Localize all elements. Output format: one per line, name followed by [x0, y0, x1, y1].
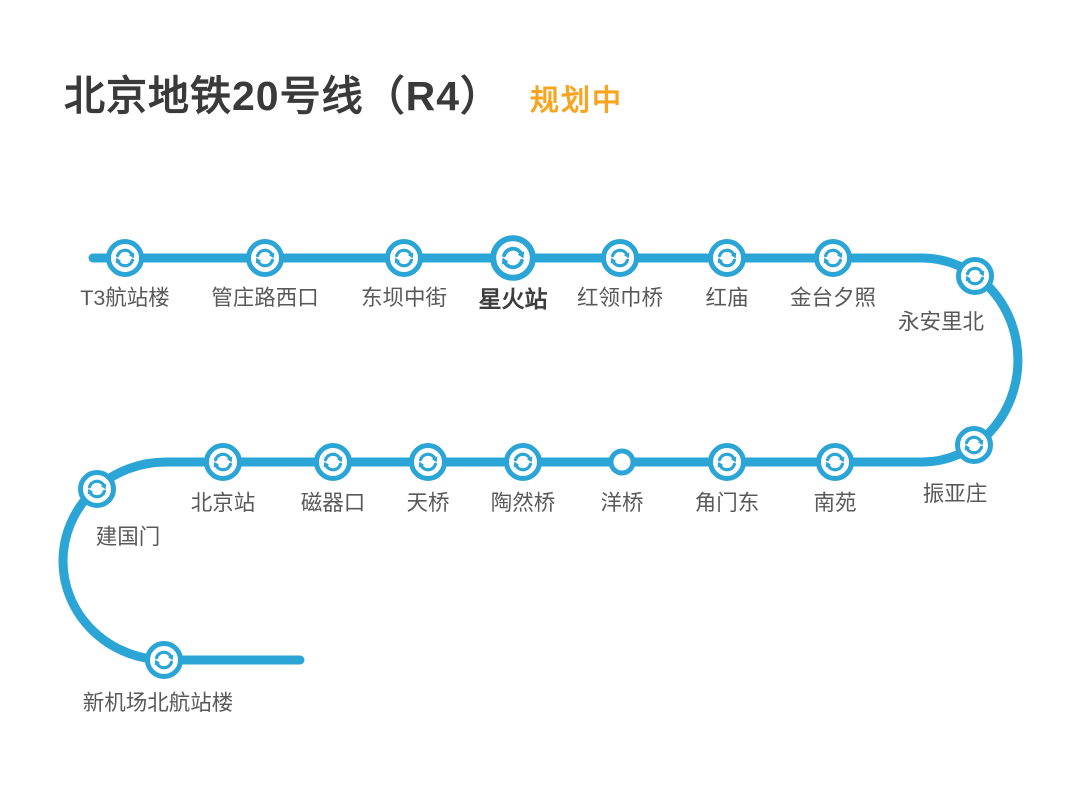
station-yangqiao: 洋桥: [600, 448, 644, 515]
transfer-station-icon: [246, 239, 284, 277]
station-label: 南苑: [813, 491, 856, 515]
station-zhenyazhuang: 振亚庄: [923, 426, 993, 506]
station-label: 角门东: [695, 491, 760, 515]
station-jintai-xizhao: 金台夕照: [790, 239, 876, 310]
station-label: 建国门: [96, 525, 161, 549]
station-nanyuan: 南苑: [813, 443, 857, 515]
station-label: 永安里北: [898, 310, 984, 334]
station-label: 管庄路西口: [211, 286, 319, 310]
transfer-station-icon: [708, 443, 746, 481]
station-guanzhuanglu-xikou: 管庄路西口: [211, 239, 319, 310]
station-jiaomen-dong: 角门东: [695, 443, 760, 515]
transfer-station-icon: [814, 239, 852, 277]
station-beijing-railway-station: 北京站: [191, 443, 256, 515]
transfer-station-icon: [78, 470, 116, 508]
station-honglingjin-qiao: 红领巾桥: [577, 239, 663, 310]
transfer-station-icon: [385, 239, 423, 277]
transfer-station-icon: [504, 443, 542, 481]
station-yonganli-north: 永安里北: [898, 257, 994, 334]
station-dot-icon: [608, 448, 636, 476]
transfer-station-icon: [816, 443, 854, 481]
station-label: 振亚庄: [923, 482, 988, 506]
station-new-airport-north-terminal: 新机场北航站楼: [83, 641, 234, 715]
transfer-station-icon: [601, 239, 639, 277]
transfer-station-icon: [145, 641, 183, 679]
station-label: 金台夕照: [790, 286, 876, 310]
station-label: 陶然桥: [491, 491, 556, 515]
transfer-station-icon: [204, 443, 242, 481]
route-line: [58, 253, 1023, 665]
station-label: 红领巾桥: [577, 286, 663, 310]
station-label: 北京站: [191, 491, 256, 515]
station-dongba-zhongjie: 东坝中街: [361, 239, 447, 310]
station-label: 磁器口: [301, 491, 366, 515]
status-badge: 规划中: [530, 85, 624, 117]
station-label: 东坝中街: [361, 286, 447, 310]
station-label: 洋桥: [600, 491, 643, 515]
station-tianqiao: 天桥: [406, 443, 450, 515]
station-ciqikou: 磁器口: [301, 443, 366, 515]
transfer-station-icon: [106, 239, 144, 277]
station-label: 天桥: [406, 491, 449, 515]
transfer-station-icon: [490, 235, 536, 281]
transfer-station-icon: [409, 443, 447, 481]
station-label: 星火站: [479, 286, 548, 312]
transfer-station-icon: [955, 426, 993, 464]
station-label: T3航站楼: [80, 286, 170, 310]
page-header: 北京地铁20号线（R4） 规划中: [64, 62, 623, 122]
page-title: 北京地铁20号线（R4）: [64, 73, 503, 119]
transfer-station-icon: [956, 257, 994, 295]
transfer-station-icon: [314, 443, 352, 481]
station-label: 红庙: [705, 286, 748, 310]
station-label: 新机场北航站楼: [83, 691, 234, 715]
station-t3-terminal: T3航站楼: [80, 239, 170, 310]
station-hongmiao: 红庙: [705, 239, 749, 310]
station-jianguomen: 建国门: [78, 470, 161, 549]
station-xinghuo-station: 星火站: [479, 235, 548, 312]
transfer-station-icon: [708, 239, 746, 277]
station-taoranqiao: 陶然桥: [491, 443, 556, 515]
